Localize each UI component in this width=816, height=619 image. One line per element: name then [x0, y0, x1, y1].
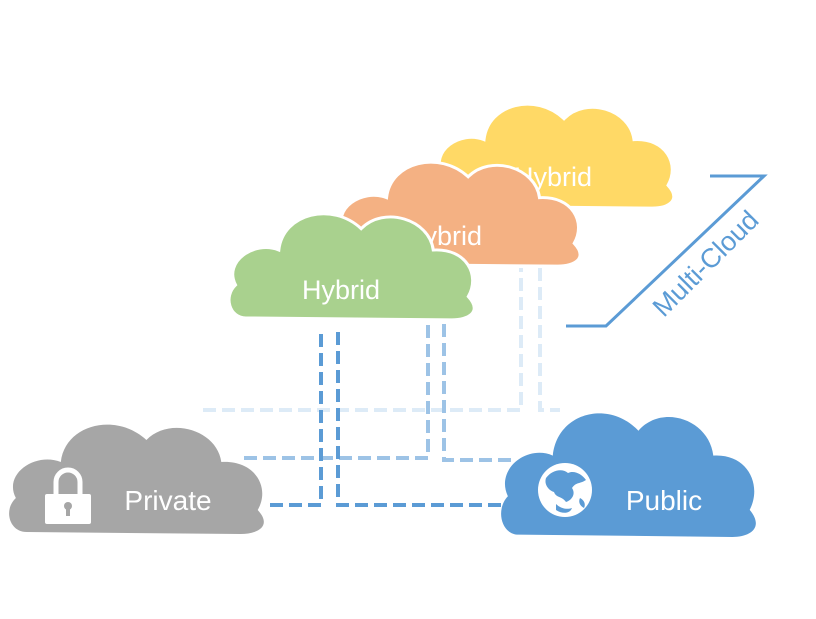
- connectors-middle-hybrid: [244, 324, 515, 462]
- padlock-icon: [45, 467, 91, 524]
- hybrid-front-label: Hybrid: [302, 275, 380, 305]
- public-cloud: Public: [501, 413, 756, 537]
- private-cloud: Private: [9, 424, 264, 534]
- multi-cloud-label: Multi-Cloud: [647, 205, 765, 323]
- hybrid-cloud-front: Hybrid: [227, 212, 476, 322]
- connectors-back-hybrid: [203, 268, 560, 412]
- connectors-front-hybrid: [270, 332, 512, 507]
- private-label: Private: [124, 485, 211, 516]
- public-label: Public: [626, 485, 702, 516]
- globe-icon: [538, 463, 592, 517]
